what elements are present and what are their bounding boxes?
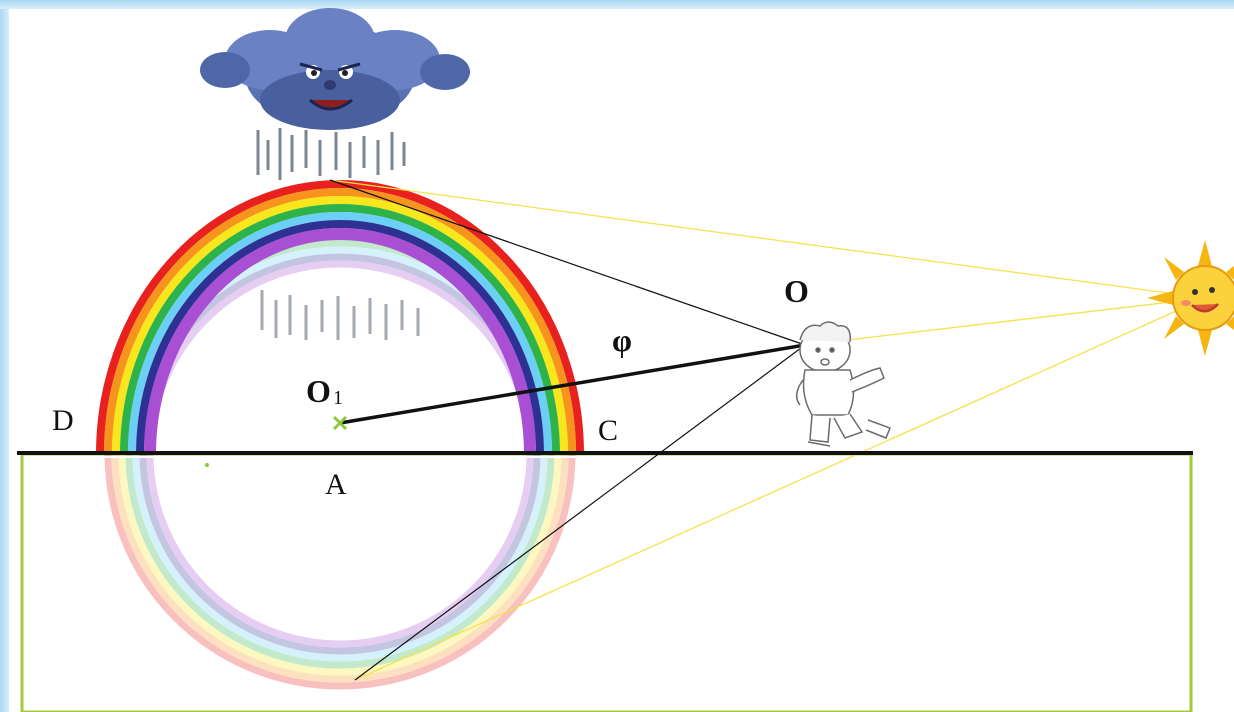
axis-line-o1-o xyxy=(339,343,806,425)
label-point-o: O xyxy=(784,273,809,309)
reflection-mask xyxy=(24,456,1189,458)
sight-lines xyxy=(329,179,806,681)
storm-cloud-icon xyxy=(200,8,470,130)
rainbow-arc xyxy=(96,180,584,455)
label-point-c: C xyxy=(598,414,618,447)
label-angle-phi: φ xyxy=(612,322,632,358)
rain-streaks xyxy=(256,128,420,340)
boy-observer-icon xyxy=(795,321,891,447)
center-mark-icon xyxy=(332,415,348,431)
label-point-a: A xyxy=(325,468,347,501)
label-point-o1: O xyxy=(306,373,331,409)
small-dot xyxy=(205,463,209,467)
sun-icon xyxy=(1147,240,1234,356)
label-point-o1-subscript: 1 xyxy=(333,387,343,409)
label-point-d: D xyxy=(52,404,74,437)
sun-rays xyxy=(329,179,1206,681)
